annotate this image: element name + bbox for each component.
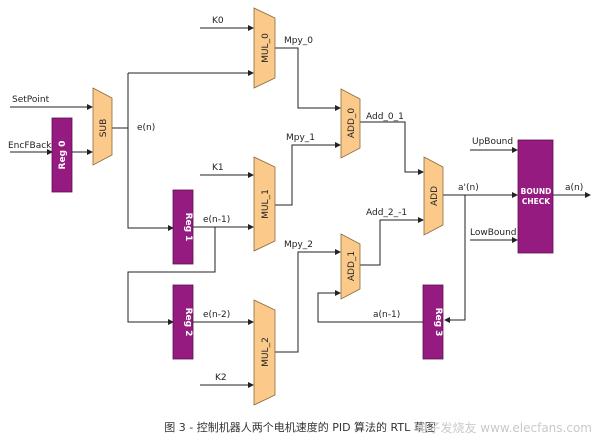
upbound-label: UpBound [472, 137, 513, 147]
wire-mpy0 [275, 47, 341, 111]
mul2-block: MUL_2 [253, 299, 276, 406]
reg2-block: Reg 2 [172, 284, 194, 360]
mul0-block: MUL_0 [253, 7, 276, 89]
en2-label: e(n-2) [203, 310, 230, 320]
figure-caption: 图 3 - 控制机器人两个电机速度的 PID 算法的 RTL 草图 [164, 420, 435, 434]
sub-block: SUB [92, 87, 113, 166]
reg1-block: Reg 1 [172, 189, 194, 265]
k1-label: K1 [212, 163, 224, 173]
add1-label: ADD_1 [347, 251, 357, 281]
mpy1-label: Mpy_1 [286, 133, 315, 143]
encfback-label: EncFBack [8, 141, 52, 151]
mul1-label: MUL_1 [261, 189, 271, 219]
reg3-block: Reg 3 [422, 284, 444, 360]
sub-label: SUB [99, 119, 109, 137]
an-label: a(n) [565, 183, 583, 193]
reg3-label: Reg 3 [433, 308, 443, 337]
add-block: ADD [423, 156, 444, 236]
wire-an-prime-reg3 [444, 195, 466, 323]
watermark: 电子发烧友 www.elecfans.com [416, 420, 592, 435]
bound-check-label-line1: BOUND [521, 187, 552, 196]
add01-label: Add_0_1 [366, 112, 404, 122]
mpy2-label: Mpy_2 [284, 240, 313, 250]
an1-label: a(n-1) [373, 310, 400, 320]
add0-block: ADD_0 [340, 88, 361, 159]
wire-en-bus [112, 73, 129, 129]
en1-label: e(n-1) [203, 215, 230, 225]
mul2-label: MUL_2 [261, 337, 271, 367]
bound-check-block: BOUND CHECK [517, 139, 554, 254]
reg2-label: Reg 2 [183, 308, 193, 337]
k0-label: K0 [212, 16, 224, 26]
wire-mpy1 [275, 142, 341, 206]
add0-label: ADD_0 [347, 108, 357, 139]
k2-label: K2 [215, 373, 227, 383]
setpoint-label: SetPoint [12, 95, 50, 105]
lowbound-label: LowBound [470, 228, 517, 238]
mul0-label: MUL_0 [261, 33, 271, 63]
mul1-block: MUL_1 [253, 156, 276, 252]
wire-add21 [360, 217, 424, 266]
add21-label: Add_2_-1 [366, 208, 407, 218]
an-prime-label: a'(n) [458, 183, 479, 193]
en-label: e(n) [137, 123, 155, 133]
mpy0-label: Mpy_0 [284, 36, 313, 46]
add1-block: ADD_1 [340, 233, 361, 300]
wire-en-reg1 [127, 128, 174, 231]
wire-en1-reg2 [127, 227, 216, 325]
bound-check-label-line2: CHECK [522, 197, 551, 206]
wire-mpy2 [275, 249, 341, 353]
reg0-label: Reg 0 [58, 141, 68, 170]
wire-an1 [317, 290, 423, 323]
add-label: ADD [430, 186, 440, 206]
wire-add01 [360, 121, 424, 175]
reg1-label: Reg 1 [183, 213, 193, 242]
reg0-block: Reg 0 [51, 117, 73, 193]
